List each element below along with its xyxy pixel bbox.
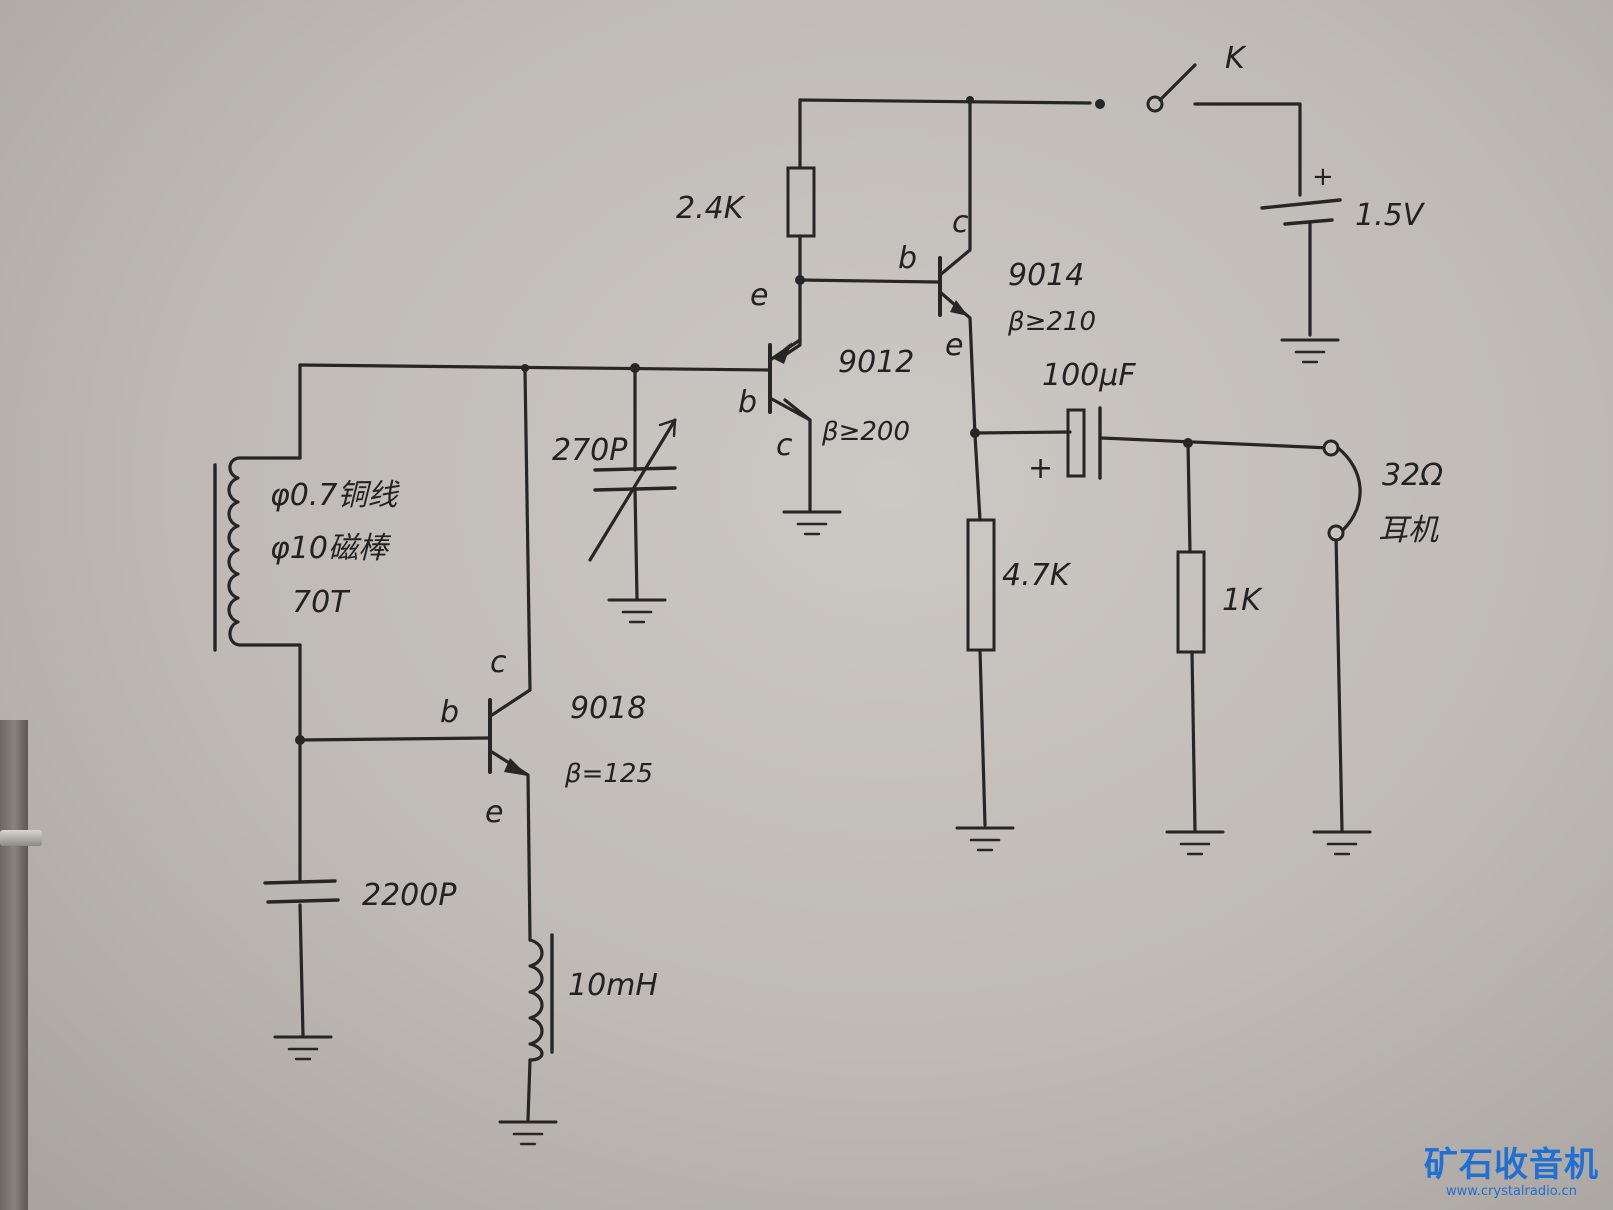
label-q1-pin-c: c: [776, 428, 793, 463]
label-q3-pin-c: c: [490, 645, 507, 680]
transistor-9014: [938, 256, 968, 317]
label-coil-turns: 70T: [292, 585, 351, 620]
resistor-4-7k: [966, 518, 996, 652]
inductor-10mh: [528, 933, 554, 1062]
label-q2-model: 9014: [1008, 258, 1084, 293]
label-switch: K: [1225, 41, 1247, 76]
label-q3-pin-b: b: [440, 695, 459, 730]
label-cap-cout-plus: +: [1028, 451, 1053, 486]
transistor-9018: [488, 698, 528, 776]
ground-cap2200: [273, 1035, 333, 1061]
label-earphone-ohm: 32Ω: [1382, 458, 1443, 493]
resistor-1k: [1176, 550, 1206, 654]
wire-q3-base: [298, 736, 490, 742]
switch-k: [1095, 63, 1197, 113]
watermark: 矿石收音机 www.crystalradio.cn: [1424, 1146, 1599, 1200]
ground-q1: [782, 510, 842, 536]
wire-cap2200-bottom: [298, 903, 305, 1037]
wire-q2-collector: [938, 98, 972, 277]
wire-earphone-return: [1334, 533, 1344, 832]
wire-r2-bottom: [978, 648, 987, 827]
label-r1: 2.4K: [676, 191, 746, 226]
ground-battery: [1280, 338, 1340, 364]
ground-earphone: [1312, 830, 1372, 856]
capacitor-100uf: [1066, 406, 1102, 480]
transistor-9012: [768, 338, 812, 422]
wire-varcap-bottom: [633, 488, 639, 600]
label-q2-beta: β≥210: [1007, 307, 1096, 337]
label-coil-wire: φ0.7铜线: [270, 478, 400, 513]
ground-inductor: [498, 1120, 558, 1146]
label-cap-2200: 2200P: [362, 878, 457, 913]
resistor-2-4k: [786, 166, 816, 238]
label-q2-pin-c: c: [952, 205, 969, 240]
label-q3-beta: β=125: [564, 759, 653, 789]
ground-r2: [955, 826, 1015, 852]
label-q1-beta: β≥200: [821, 417, 910, 447]
label-cap-var: 270P: [552, 433, 628, 468]
label-earphone: 耳机: [1378, 513, 1439, 548]
capacitor-variable-270p: [588, 418, 677, 562]
wire-r3-bottom: [1190, 650, 1197, 832]
binder-edge: [0, 720, 28, 1210]
label-r3: 1K: [1222, 583, 1263, 618]
binder-ring: [0, 830, 42, 846]
junction-dots: [295, 96, 1193, 745]
battery-symbol: [1260, 198, 1342, 226]
wire-q3-collector: [490, 368, 532, 717]
wire-cout-right: [1100, 436, 1332, 450]
wire-switch-to-battery: [1193, 102, 1302, 197]
label-inductor: 10mH: [568, 968, 658, 1003]
label-battery: 1.5V: [1355, 198, 1426, 233]
label-q2-pin-b: b: [898, 241, 917, 276]
wire-top-rail: [798, 98, 1092, 105]
wire-q2-emitter: [938, 290, 982, 522]
ground-r3: [1165, 830, 1225, 856]
capacitor-2200p: [263, 879, 340, 904]
label-q2-pin-e: e: [945, 328, 963, 363]
watermark-name: 矿石收音机: [1424, 1145, 1599, 1185]
label-q1-model: 9012: [838, 345, 914, 380]
label-q1-pin-b: b: [738, 385, 757, 420]
wire-r3-top: [1186, 440, 1192, 554]
wire-q3-emitter: [490, 750, 532, 942]
wire-q2-base: [798, 278, 940, 284]
antenna-coil: [213, 456, 302, 652]
watermark-url: www.crystalradio.cn: [1446, 1184, 1577, 1199]
label-cap-cout: 100μF: [1042, 358, 1136, 393]
earphone-symbol: [1322, 439, 1362, 542]
label-q3-model: 9018: [570, 691, 646, 726]
label-coil-rod: φ10磁棒: [270, 531, 392, 566]
ground-varcap: [607, 598, 667, 624]
label-q3-pin-e: e: [485, 795, 503, 830]
label-r2: 4.7K: [1002, 558, 1072, 593]
wire-base-rail: [298, 363, 772, 372]
label-battery-plus: +: [1312, 162, 1334, 192]
wire-cout-left: [973, 430, 1072, 435]
wire-inductor-bottom: [526, 1058, 532, 1122]
label-q1-pin-e: e: [750, 278, 768, 313]
wire-q1-emitter: [783, 278, 802, 357]
